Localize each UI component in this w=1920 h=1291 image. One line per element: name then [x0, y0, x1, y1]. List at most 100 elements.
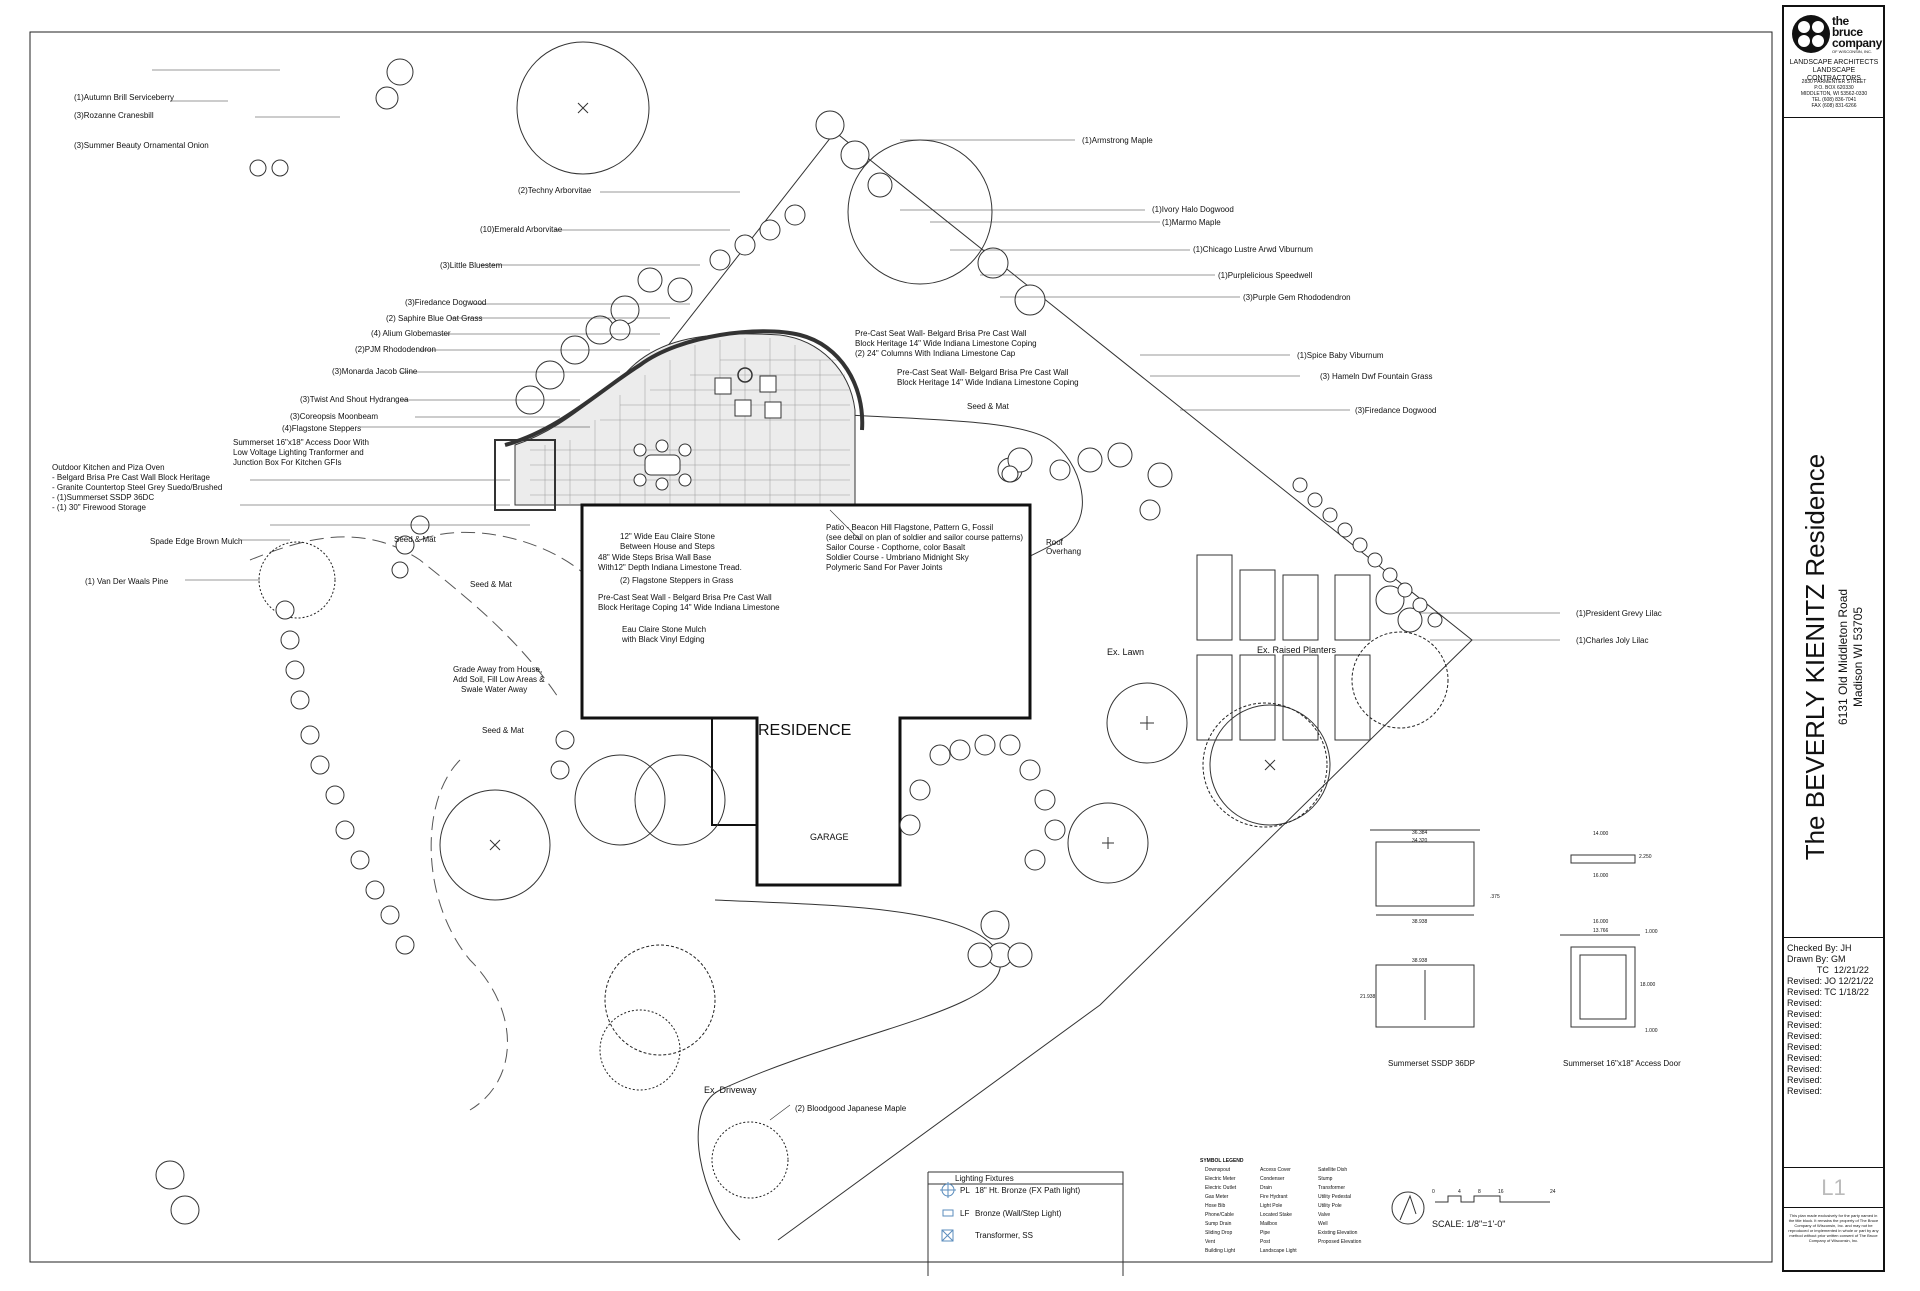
svg-text:Mailbox: Mailbox: [1260, 1221, 1278, 1227]
svg-text:Building Light: Building Light: [1205, 1248, 1236, 1254]
label-hameln: (3) Hameln Dwf Fountain Grass: [1320, 372, 1432, 381]
lighting-item-pl-code: PL: [960, 1186, 970, 1195]
note-mulch-2: with Black Vinyl Edging: [621, 635, 705, 644]
firm-type: LANDSCAPE ARCHITECTS LANDSCAPE CONTRACTO…: [1789, 59, 1879, 82]
label-pjm: (2)PJM Rhododendron: [355, 345, 436, 354]
svg-text:36.384: 36.384: [1412, 830, 1428, 836]
leader-lines: [152, 69, 1560, 1121]
note-seed-mat-4: Seed & Mat: [967, 402, 1010, 411]
svg-text:Valve: Valve: [1318, 1212, 1330, 1218]
svg-text:18.000: 18.000: [1640, 982, 1656, 988]
sheet-number: L1: [1821, 1175, 1846, 1200]
project-address-street: 6131 Old Middleton Road: [1836, 588, 1850, 726]
note-eau-claire-1: 12" Wide Eau Claire Stone: [620, 532, 715, 541]
svg-text:Drain: Drain: [1260, 1185, 1272, 1191]
label-oat-grass: (2) Saphire Blue Oat Grass: [386, 314, 482, 323]
note-grade-1: Grade Away from House,: [453, 665, 542, 674]
svg-text:Downspout: Downspout: [1205, 1167, 1231, 1173]
label-chicago-viburnum: (1)Chicago Lustre Arwd Viburnum: [1193, 245, 1313, 254]
label-flagstone-steppers: (4)Flagstone Steppers: [282, 424, 361, 433]
svg-text:21.938: 21.938: [1360, 994, 1376, 1000]
note-patio-5: Polymeric Sand For Paver Joints: [826, 563, 943, 572]
scale-bar: 0 4 8 16 24 SCALE: 1/8"=1'-0": [1432, 1189, 1556, 1229]
dining-set: [633, 439, 692, 491]
note-patio-4: Soldier Course - Umbriano Midnight Sky: [826, 553, 969, 562]
label-purple-gem: (3)Purple Gem Rhododendron: [1243, 293, 1351, 302]
note-kitchen-3: - Granite Countertop Steel Grey Suedo/Br…: [52, 483, 222, 492]
label-monarda: (3)Monarda Jacob Cline: [332, 367, 418, 376]
svg-text:8: 8: [1478, 1189, 1481, 1195]
residence-footprint: [580, 503, 1032, 887]
svg-text:.375: .375: [1490, 894, 1500, 900]
project-info: The BEVERLY KIENITZ Residence 6131 Old M…: [1776, 377, 1896, 937]
fire-pit: [737, 367, 753, 383]
tree-canopies: [439, 41, 1331, 901]
notes: Summerset 16"x18" Access Door With Low V…: [52, 329, 1337, 1095]
note-steps-2: With12" Depth Indiana Limestone Tread.: [598, 563, 742, 572]
disclaimer: This plan made exclusively for the party…: [1788, 1213, 1879, 1243]
label-bloodgood: (2) Bloodgood Japanese Maple: [795, 1104, 907, 1113]
svg-text:0: 0: [1432, 1189, 1435, 1195]
outdoor-kitchen: [494, 439, 556, 511]
note-grade-2: Add Soil, Fill Low Areas &: [453, 675, 545, 684]
label-armstrong: (1)Armstrong Maple: [1082, 136, 1153, 145]
raised-planters: [1196, 554, 1371, 741]
svg-text:38.938: 38.938: [1412, 958, 1428, 964]
note-seed-mat-1: Seed & Mat: [394, 535, 437, 544]
note-seat-wall-mid-1: Pre-Cast Seat Wall - Belgard Brisa Pre C…: [598, 593, 772, 602]
note-roof-2: Overhang: [1046, 547, 1081, 556]
svg-text:Access Cover: Access Cover: [1260, 1167, 1291, 1173]
note-kitchen-5: - (1) 30" Firewood Storage: [52, 503, 147, 512]
note-roof-1: Roof: [1046, 538, 1064, 547]
label-spade-edge: Spade Edge Brown Mulch: [150, 537, 243, 546]
logo-wordmark: the bruce company: [1832, 14, 1882, 50]
path-light-icon: [940, 1182, 956, 1198]
svg-text:Gas Meter: Gas Meter: [1205, 1194, 1229, 1200]
note-mulch-1: Eau Claire Stone Mulch: [622, 625, 706, 634]
svg-text:Located Stake: Located Stake: [1260, 1212, 1292, 1218]
note-seat-wall-right-2: Block Heritage 14" Wide Indiana Limeston…: [897, 378, 1079, 387]
svg-text:Sliding Drop: Sliding Drop: [1205, 1230, 1232, 1236]
label-serviceberry: (1)Autumn Brill Serviceberry: [74, 93, 174, 102]
note-flagstone-grass: (2) Flagstone Steppers in Grass: [620, 576, 733, 585]
svg-text:Utility Pole: Utility Pole: [1318, 1203, 1342, 1209]
svg-text:Hose Bib: Hose Bib: [1205, 1203, 1226, 1209]
svg-text:Vent: Vent: [1205, 1239, 1216, 1245]
label-grevy-lilac: (1)President Grevy Lilac: [1576, 609, 1662, 618]
label-firedance-right: (3)Firedance Dogwood: [1355, 406, 1436, 415]
note-ex-driveway: Ex. Driveway: [704, 1085, 757, 1095]
note-patio-2: (see detail on plan of soldier and sailo…: [826, 533, 1023, 542]
transformer-icon: [941, 1229, 954, 1242]
driveway-edge: [697, 899, 1001, 1241]
symbol-legend: SYMBOL LEGEND Downspout Electric Meter E…: [1200, 1158, 1362, 1254]
svg-text:Electric Meter: Electric Meter: [1205, 1176, 1236, 1182]
symbol-legend-title: SYMBOL LEGEND: [1200, 1158, 1244, 1164]
wall-light-icon: [942, 1209, 954, 1217]
detail-dimensions: 36.384 34.320 38.938 38.938 21.938 14.00…: [1360, 830, 1658, 1034]
svg-text:16: 16: [1498, 1189, 1504, 1195]
north-arrow-icon: [1391, 1191, 1425, 1225]
label-van-der-waals: (1) Van Der Waals Pine: [85, 577, 169, 586]
note-kitchen-4: - (1)Summerset SSDP 36DC: [52, 493, 154, 502]
label-coreopsis: (3)Coreopsis Moonbeam: [290, 412, 378, 421]
label-alium: (4) Alium Globemaster: [371, 329, 451, 338]
project-title: The BEVERLY KIENITZ Residence: [1800, 453, 1830, 861]
note-access-door-2: Low Voltage Lighting Tranformer and: [233, 448, 364, 457]
residence-label: RESIDENCE: [758, 722, 851, 739]
shrub-row: [155, 58, 1423, 1225]
plant-labels: (1)Autumn Brill Serviceberry (3)Rozanne …: [74, 93, 1662, 1113]
bed-dashed-2: [430, 759, 508, 1111]
note-patio-1: Patio - Beacon Hill Flagstone, Pattern G…: [826, 523, 993, 532]
detail-ssdp: [1370, 829, 1480, 1028]
svg-text:34.320: 34.320: [1412, 838, 1428, 844]
note-seat-wall-top-1: Pre-Cast Seat Wall- Belgard Brisa Pre Ca…: [855, 329, 1027, 338]
svg-text:16.000: 16.000: [1593, 919, 1609, 925]
svg-text:13.766: 13.766: [1593, 928, 1609, 934]
svg-text:14.000: 14.000: [1593, 831, 1609, 837]
label-techny: (2)Techny Arborvitae: [518, 186, 592, 195]
canopy-centers: [489, 102, 1276, 851]
title-block: the bruce company OF WISCONSIN, INC. LAN…: [1782, 5, 1885, 1272]
lilac-row: [1292, 477, 1443, 628]
label-onion: (3)Summer Beauty Ornamental Onion: [74, 141, 209, 150]
svg-text:Condenser: Condenser: [1260, 1176, 1285, 1182]
